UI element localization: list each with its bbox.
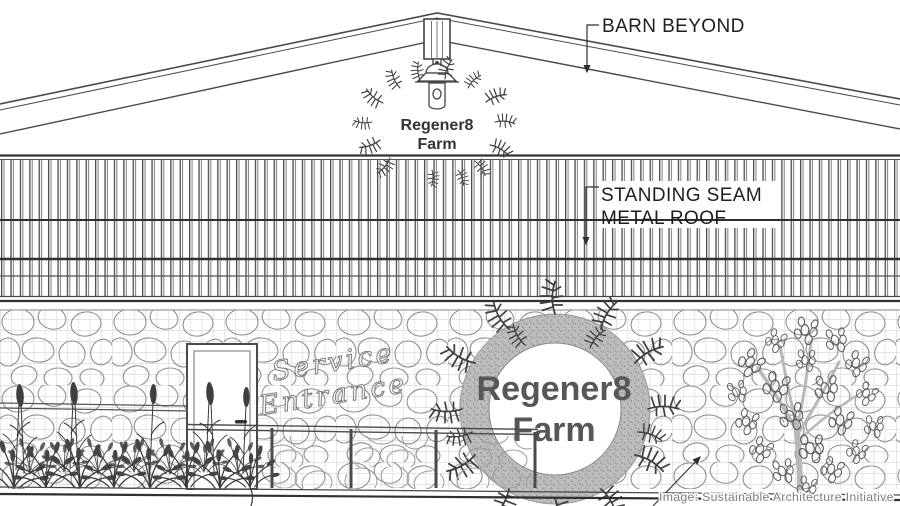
circle-sign-text: Regener8 Farm	[477, 370, 632, 449]
bell-icon	[415, 58, 459, 110]
planter-wall	[185, 423, 539, 488]
leader-line	[652, 456, 701, 506]
ground-line	[0, 486, 900, 502]
leader-line	[583, 24, 599, 74]
cupola-sign-line2: Farm	[417, 136, 456, 153]
bottom-leaders	[237, 456, 701, 506]
leader-line	[582, 186, 599, 246]
cupola-sign-text: Regener8 Farm	[401, 117, 474, 153]
roof-label-line1: STANDING SEAM	[601, 185, 762, 206]
landscape-tree	[722, 316, 888, 502]
cupola	[415, 18, 459, 110]
credit-caption: Image: Sustainable Architecture Initiati…	[659, 490, 894, 504]
cupola-sign-line1: Regener8	[401, 117, 474, 134]
barn-beyond-label: BARN BEYOND	[583, 16, 745, 74]
left-rail	[0, 402, 191, 412]
circle-sign: Regener8 Farm	[428, 278, 682, 506]
leader-line	[237, 471, 254, 506]
standing-seam-label: STANDING SEAM METAL ROOF	[582, 181, 779, 246]
roof-label-line2: METAL ROOF	[601, 208, 726, 229]
metal-roof-band	[0, 154, 900, 303]
barn-beyond-text: BARN BEYOND	[602, 16, 745, 37]
circle-sign-line1: Regener8	[477, 370, 632, 408]
door-handle-icon	[235, 419, 247, 424]
